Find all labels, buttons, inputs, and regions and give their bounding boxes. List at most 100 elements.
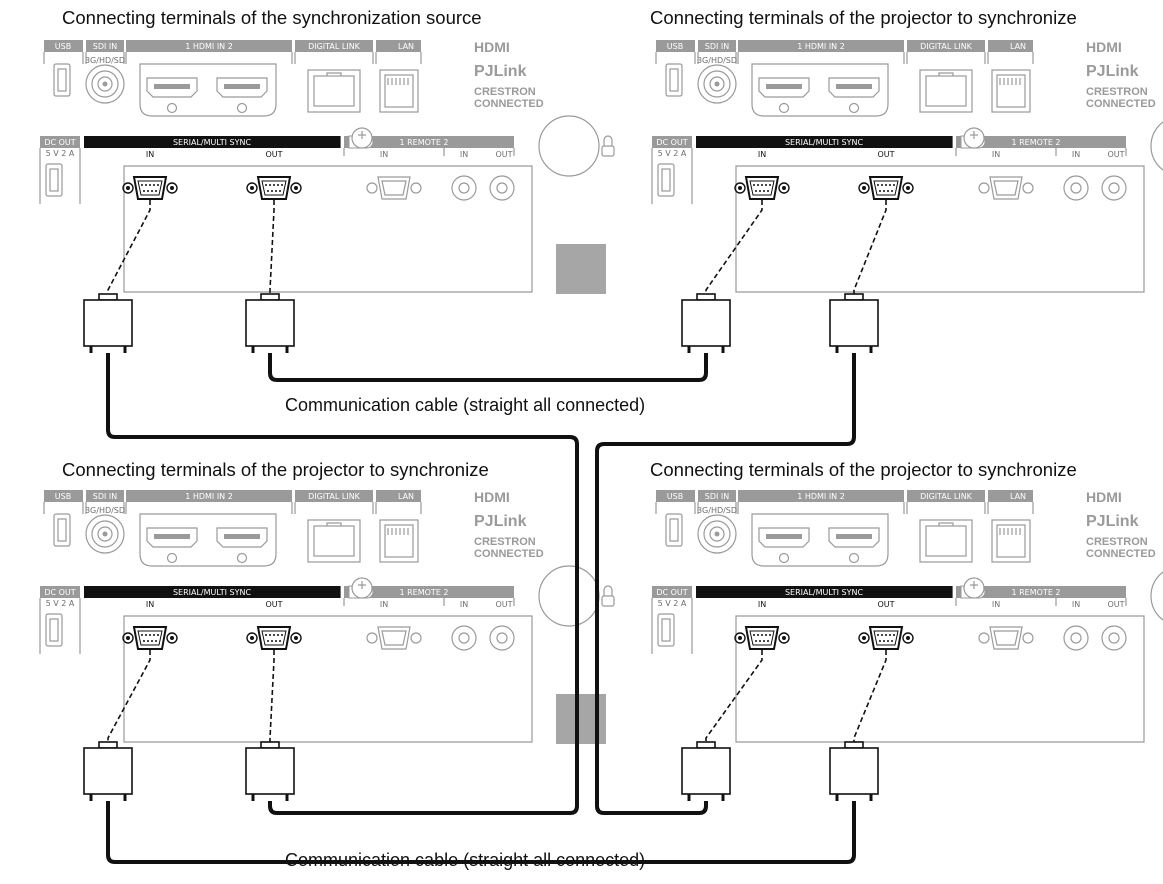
serial-out-label: OUT: [265, 600, 282, 609]
dc-out-sub-label: 5 V 2 A: [46, 149, 75, 158]
remote-in-label: IN: [380, 150, 388, 159]
crestron-logo-line1: CRESTRON: [474, 536, 536, 548]
plug-bl-in: [82, 740, 134, 803]
serial-multi-sync-label: SERIAL/MULTI SYNC: [173, 588, 252, 597]
remote-in2-label: IN: [1072, 150, 1080, 159]
serial-multi-sync-label: SERIAL/MULTI SYNC: [785, 138, 864, 147]
serial-multi-sync-header: [84, 586, 340, 598]
crestron-logo-line2: CONNECTED: [474, 98, 544, 110]
hdmi-in-label: 1 HDMI IN 2: [185, 42, 233, 51]
projector-terminal-panel-1: USB SDI IN 1 HDMI IN 2 DIGITAL LINK LAN 3G/HD…: [39, 39, 615, 294]
digital-link-label: DIGITAL LINK: [308, 492, 361, 501]
caption-cable-bottom: Communication cable (straight all connec…: [285, 850, 645, 870]
digital-link-label: DIGITAL LINK: [308, 42, 361, 51]
remote-in-label: IN: [380, 600, 388, 609]
gray-square-marker: [556, 244, 606, 294]
cable-tl-in-to-bl-out: [106, 353, 579, 815]
lan-label: LAN: [398, 42, 414, 51]
serial-out-label: OUT: [877, 150, 894, 159]
crestron-logo-line1: CRESTRON: [1086, 536, 1148, 548]
pjlink-logo: PJLink: [1086, 63, 1139, 80]
pjlink-logo: PJLink: [474, 513, 527, 530]
plug-bl-out: [244, 740, 296, 803]
digital-link-label: DIGITAL LINK: [920, 492, 973, 501]
title-sync-bottom-left: Connecting terminals of the projector to…: [62, 459, 489, 480]
hdmi-logo: HDMI: [1086, 39, 1122, 55]
dc-out-sub-label: 5 V 2 A: [658, 599, 687, 608]
serial-multi-sync-header: [696, 586, 952, 598]
sdi-sub-label: 3G/HD/SD: [697, 506, 737, 515]
serial-multi-sync-label: SERIAL/MULTI SYNC: [785, 588, 864, 597]
lan-label: LAN: [1010, 492, 1026, 501]
remote-label: 1 REMOTE 2: [399, 588, 448, 597]
digital-link-label: DIGITAL LINK: [920, 42, 973, 51]
plug-tr-in: [680, 292, 732, 355]
remote-label: 1 REMOTE 2: [399, 138, 448, 147]
lan-label: LAN: [1010, 42, 1026, 51]
remote-out-label: OUT: [1107, 150, 1124, 159]
sdi-in-label: SDI IN: [705, 42, 730, 51]
lan-label: LAN: [398, 492, 414, 501]
dc-out-label: DC OUT: [656, 588, 687, 597]
serial-multi-sync-header: [696, 136, 952, 148]
serial-multi-sync-header: [84, 136, 340, 148]
hdmi-in-label: 1 HDMI IN 2: [797, 42, 845, 51]
hdmi-logo: HDMI: [474, 39, 510, 55]
crestron-logo-line1: CRESTRON: [474, 86, 536, 98]
sdi-sub-label: 3G/HD/SD: [85, 506, 125, 515]
remote-out-label: OUT: [495, 150, 512, 159]
remote-in2-label: IN: [1072, 600, 1080, 609]
title-sync-source: Connecting terminals of the synchronizat…: [62, 7, 482, 28]
cable-tr-out-to-br-in: [595, 353, 856, 815]
remote-label: 1 REMOTE 2: [1011, 138, 1060, 147]
cable-bl-in-to-br-out: [106, 801, 856, 864]
pjlink-logo: PJLink: [1086, 513, 1139, 530]
usb-label: USB: [55, 42, 71, 51]
serial-in-label: IN: [146, 150, 154, 159]
dc-out-label: DC OUT: [44, 588, 75, 597]
usb-label: USB: [55, 492, 71, 501]
sdi-in-label: SDI IN: [93, 42, 118, 51]
usb-label: USB: [667, 42, 683, 51]
remote-out-label: OUT: [495, 600, 512, 609]
plug-br-in: [680, 740, 732, 803]
dc-out-label: DC OUT: [656, 138, 687, 147]
dc-out-label: DC OUT: [44, 138, 75, 147]
cable-tl-out-to-tr-in: [268, 353, 708, 382]
plug-br-out: [828, 740, 880, 803]
dc-out-sub-label: 5 V 2 A: [658, 149, 687, 158]
plug-tr-out: [828, 292, 880, 355]
serial-in-label: IN: [146, 600, 154, 609]
hdmi-logo: HDMI: [1086, 489, 1122, 505]
caption-cable-top: Communication cable (straight all connec…: [285, 395, 645, 415]
remote-label: 1 REMOTE 2: [1011, 588, 1060, 597]
plug-tl-out: [244, 292, 296, 355]
crestron-logo-line2: CONNECTED: [474, 548, 544, 560]
crestron-logo-line2: CONNECTED: [1086, 548, 1156, 560]
remote-out-label: OUT: [1107, 600, 1124, 609]
sdi-sub-label: 3G/HD/SD: [85, 56, 125, 65]
hdmi-logo: HDMI: [474, 489, 510, 505]
projector-terminal-panel-3: USB SDI IN 1 HDMI IN 2 DIGITAL LINK LAN 3G/HD…: [39, 489, 615, 744]
dc-out-sub-label: 5 V 2 A: [46, 599, 75, 608]
serial-in-label: IN: [758, 150, 766, 159]
sdi-in-label: SDI IN: [93, 492, 118, 501]
remote-in2-label: IN: [460, 150, 468, 159]
serial-in-label: IN: [758, 600, 766, 609]
hdmi-in-label: 1 HDMI IN 2: [185, 492, 233, 501]
title-sync-bottom-right: Connecting terminals of the projector to…: [650, 459, 1077, 480]
title-sync-top-right: Connecting terminals of the projector to…: [650, 7, 1077, 28]
remote-in2-label: IN: [460, 600, 468, 609]
serial-out-label: OUT: [265, 150, 282, 159]
remote-in-label: IN: [992, 600, 1000, 609]
pjlink-logo: PJLink: [474, 63, 527, 80]
serial-out-label: OUT: [877, 600, 894, 609]
remote-in-label: IN: [992, 150, 1000, 159]
usb-label: USB: [667, 492, 683, 501]
hdmi-in-label: 1 HDMI IN 2: [797, 492, 845, 501]
plug-tl-in: [82, 292, 134, 355]
